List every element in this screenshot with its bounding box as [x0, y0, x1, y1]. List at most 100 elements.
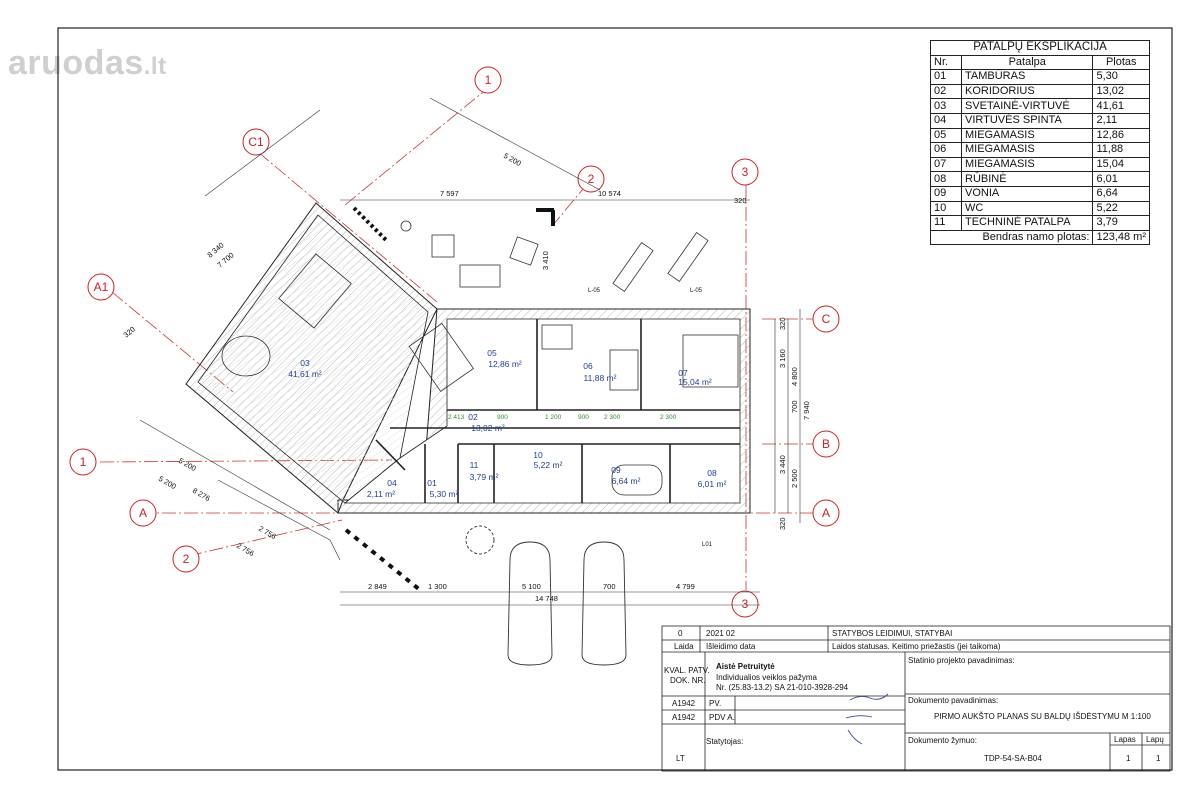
- tb-lapas-value: 1: [1126, 754, 1131, 763]
- axis-label-b: B: [822, 437, 830, 451]
- schedule-cell-area: 11,88: [1092, 142, 1150, 158]
- dim-corridor-1200: 1 200: [545, 414, 562, 421]
- tb-pv-label: PV.: [709, 699, 722, 708]
- dim-right-7940: 7 940: [802, 401, 811, 420]
- schedule-header-row: Nr. Patalpa Plotas: [930, 54, 1150, 71]
- schedule-cell-room: MIEGAMASIS: [960, 127, 1094, 144]
- bathtub: [611, 464, 663, 496]
- bed-07: [682, 334, 739, 388]
- room-03-number: 03: [300, 358, 310, 368]
- window-tag-l01: L01: [702, 542, 713, 548]
- tb-laida-label: Laida: [674, 642, 694, 651]
- title-block-grid: [661, 625, 1171, 772]
- dim-top-1: 7 597: [440, 189, 459, 198]
- axis-marker-c: C: [812, 305, 840, 333]
- watermark-logo: aruodas.lt: [8, 44, 167, 82]
- tb-statytojas-label: Statytojas:: [706, 737, 744, 746]
- room-10-number: 10: [533, 450, 543, 460]
- tb-rev-date: 2021 02: [706, 629, 735, 638]
- tb-isleidimo-label: Išleidimo data: [706, 642, 756, 651]
- schedule-cell-area: 5,22: [1092, 200, 1150, 217]
- room-08-number: 08: [707, 468, 717, 478]
- dim-5200-left-2: 5 200: [157, 474, 178, 491]
- schedule-cell-room: WC: [960, 200, 1094, 217]
- schedule-cell-nr: 02: [930, 83, 962, 100]
- dim-right-3440: 3 440: [778, 455, 787, 474]
- west-wing-interior: [197, 214, 429, 504]
- tb-doc-code: TDP-54-SA-B04: [984, 754, 1042, 763]
- dim-right-700: 700: [790, 400, 799, 413]
- terrace-lamp: [400, 220, 412, 232]
- axis-line-a1: [111, 291, 234, 393]
- schedule-header-room: Patalpa: [960, 54, 1094, 71]
- room-09-area: 6,64 m²: [612, 476, 641, 486]
- sunbed-2: [667, 231, 709, 283]
- schedule-cell-room: VIRTUVĖS SPINTA: [960, 112, 1094, 129]
- room-02-number: 02: [468, 412, 478, 422]
- schedule-cell-room: MIEGAMASIS: [960, 156, 1094, 173]
- axis-marker-b: B: [812, 430, 840, 458]
- axis-label-3-top: 3: [742, 165, 749, 179]
- room-05-area: 12,86 m²: [488, 359, 522, 369]
- room-03-area: 41,61 m²: [288, 369, 322, 379]
- schedule-total-row: Bendras namo plotas: 123,48 m²: [929, 229, 1150, 246]
- tb-doc-code-label: Dokumento žymuo:: [908, 736, 977, 745]
- schedule-cell-nr: 03: [930, 98, 962, 114]
- axis-label-a1: A1: [94, 280, 109, 294]
- schedule-cell-area: 3,79: [1092, 215, 1150, 231]
- axis-line-2-left: [187, 519, 343, 557]
- schedule-cell-nr: 11: [930, 215, 962, 231]
- tb-kval-line1: KVAL. PATV.: [664, 666, 710, 675]
- schedule-cell-area: 6,01: [1092, 171, 1150, 187]
- dim-bottom-14748: 14 748: [535, 594, 558, 603]
- title-block: 0 2021 02 STATYBOS LEIDIMUI, STATYBAI La…: [662, 626, 1170, 771]
- schedule-cell-nr: 07: [930, 156, 962, 173]
- shrub: [465, 525, 495, 555]
- schedule-cell-area: 41,61: [1092, 98, 1150, 114]
- dining-table: [221, 335, 271, 377]
- sheet-frame: [57, 27, 1173, 771]
- dim-top-2: 10 574: [598, 189, 621, 198]
- schedule-cell-room: VONIA: [960, 185, 1094, 202]
- dim-right-320-bottom: 320: [778, 517, 787, 530]
- tb-lapu-label: Lapų: [1146, 735, 1164, 744]
- schedule-cell-area: 15,04: [1092, 156, 1150, 173]
- schedule-total-value: 123,48 m²: [1092, 229, 1150, 246]
- axis-line-2-top: [552, 182, 589, 226]
- room-11-area: 3,79 m²: [470, 472, 499, 482]
- room-06-number: 06: [583, 361, 593, 371]
- dim-5200-top: 5 200: [502, 151, 523, 168]
- dim-bottom-4799: 4 799: [676, 582, 695, 591]
- room-01-area: 5,30 m²: [430, 489, 459, 499]
- schedule-cell-nr: 10: [930, 200, 962, 217]
- tb-status-label: Laidos statusas. Keitimo priežastis (jei…: [832, 642, 1001, 651]
- terrace-steps: [344, 206, 555, 592]
- room-02-area: 13,02 m²: [471, 423, 505, 433]
- room-04-number: 04: [387, 478, 397, 488]
- room-08-area: 6,01 m²: [698, 479, 727, 489]
- tb-lapas-label: Lapas: [1114, 735, 1136, 744]
- schedule-cell-area: 6,64: [1092, 185, 1150, 202]
- furniture: [221, 220, 739, 496]
- dim-right-320-top: 320: [778, 317, 787, 330]
- room-09-number: 09: [611, 465, 621, 475]
- dim-2756-a: 2 756: [257, 524, 278, 541]
- axis-label-3-bottom: 3: [742, 597, 749, 611]
- tb-author-line3: Nr. (25.83-13.2) SA 21-010-3928-294: [716, 683, 849, 692]
- axis-label-1-left: 1: [80, 455, 87, 469]
- axis-marker-a-right: A: [812, 499, 840, 527]
- tb-kval-line2: DOK. NR.: [670, 676, 706, 685]
- dim-bottom-2849: 2 849: [368, 582, 387, 591]
- window-tag-l05-b: L-05: [690, 288, 703, 294]
- tb-pdv-label: PDV A.: [709, 713, 735, 722]
- dim-bottom-700: 700: [603, 582, 616, 591]
- room-07-number: 07: [678, 368, 688, 378]
- axis-marker-a-left: A: [129, 499, 157, 527]
- axis-line-1-top: [344, 87, 489, 206]
- sofa: [408, 322, 475, 392]
